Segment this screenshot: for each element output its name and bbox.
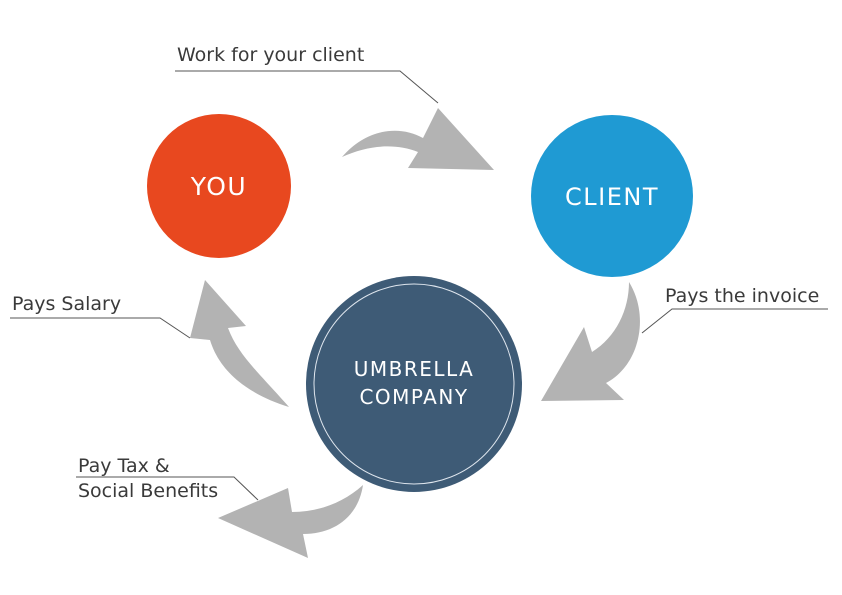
client-node — [531, 115, 693, 277]
tax-leader-line — [76, 476, 259, 501]
you-node — [147, 114, 291, 258]
you-node-label: YOU — [190, 172, 247, 201]
umbrella-node-label-line1: UMBRELLA — [354, 357, 475, 381]
client-node-label: CLIENT — [565, 183, 659, 211]
work-leader-line — [175, 70, 439, 104]
invoice-arrow — [541, 282, 640, 401]
salary-label: Pays Salary — [12, 293, 121, 315]
salary-arrow — [190, 280, 289, 407]
umbrella-node-label-line2: COMPANY — [359, 385, 468, 409]
work-label: Work for your client — [177, 44, 364, 66]
invoice-label: Pays the invoice — [665, 285, 819, 307]
umbrella-node-ring — [313, 283, 515, 485]
tax-arrow — [218, 485, 363, 558]
umbrella-node — [306, 276, 522, 492]
work-arrow — [342, 108, 494, 170]
tax-label-line1: Pay Tax & — [78, 455, 170, 477]
salary-leader-line — [10, 317, 191, 339]
invoice-leader-line — [641, 308, 828, 334]
tax-label-line2: Social Benefits — [78, 480, 218, 502]
